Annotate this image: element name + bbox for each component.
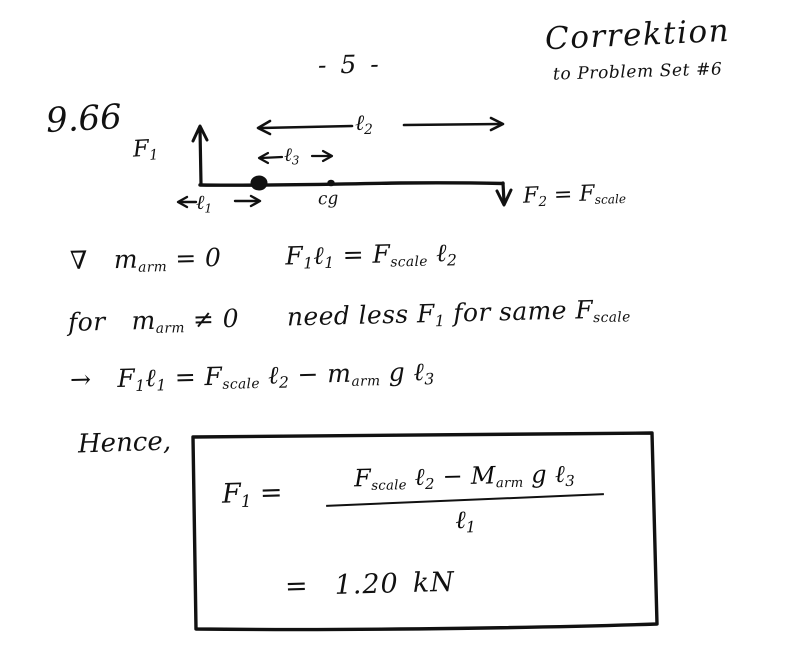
line3-minus: − m (288, 358, 352, 390)
problem-number: 9.66 (45, 97, 123, 141)
cg-marker (327, 179, 335, 187)
if-symbol: ∇ (69, 245, 89, 276)
length2-symbol: ℓ (355, 111, 365, 136)
line3-equals: = F (166, 361, 223, 392)
numerator-g: g ℓ (523, 459, 566, 489)
line2-mass: m (131, 305, 156, 336)
answer-fraction: Fscale ℓ2 − Marm g ℓ3 ℓ1 (319, 459, 610, 540)
fraction-denominator: ℓ1 (320, 502, 611, 539)
force1-arrow-shaft (198, 126, 203, 186)
fraction-numerator: Fscale ℓ2 − Marm g ℓ3 (319, 459, 610, 495)
final-equals: = (284, 570, 310, 603)
l2-arrow-right (489, 116, 505, 132)
line1-equals: = F (334, 239, 391, 270)
answer-box-border (191, 431, 659, 632)
final-number: 1.20 (334, 568, 400, 601)
line3-arrow-icon: → (69, 364, 92, 395)
line3-l2: ℓ (259, 360, 280, 390)
correction-subtitle: to Problem Set #6 (552, 59, 723, 85)
force1-symbol: F (132, 135, 150, 163)
line3-length: ℓ (145, 363, 157, 393)
force2-arrow-shaft (501, 181, 506, 204)
answer-final-value: = 1.20 kN (284, 566, 456, 603)
length3-subscript: 3 (291, 153, 300, 168)
line1-mass-subscript: arm (137, 259, 168, 276)
line1-mass-value: = 0 (166, 242, 222, 274)
numerator-l3-subscript: 3 (565, 471, 576, 491)
length1-subscript: 1 (204, 200, 213, 216)
line3-scale-subscript: scale (222, 375, 261, 393)
line1-mass: m (113, 244, 139, 275)
l2-dimension-line-right (402, 122, 502, 127)
force1-label: F1 (132, 135, 159, 164)
numerator-minus: − M (434, 461, 497, 491)
force2-label: F2 = Fscale (522, 181, 627, 210)
line2-statement: need less F (286, 298, 436, 332)
l1-arrow-right (249, 194, 262, 208)
line2-mass-subscript: arm (155, 320, 186, 337)
length1-label: ℓ1 (196, 192, 212, 215)
line1-length2-subscript: 2 (446, 251, 458, 270)
line3-l2-subscript: 2 (278, 373, 290, 392)
hence-label: Hence, (77, 426, 172, 460)
denominator-subscript: 1 (465, 518, 476, 537)
l1-arrow-left (176, 195, 189, 209)
work-line-3: →F1ℓ1 = Fscale ℓ2 − marm g ℓ3 (69, 357, 435, 396)
numerator-force: F (353, 463, 372, 493)
line3-l3-subscript: 3 (424, 370, 435, 389)
correction-title: Correktion (544, 12, 731, 58)
numerator-force-subscript: scale (371, 478, 407, 494)
l2-dimension-line-left (259, 124, 354, 130)
force2-equals: = F (546, 181, 595, 208)
line2-statement-subscript: 1 (434, 311, 446, 331)
line1-force: F (284, 241, 304, 271)
beam-line (198, 181, 505, 187)
l3-arrow-right (321, 149, 334, 163)
line2-scale-subscript: scale (592, 309, 631, 327)
force2-arrow-head (495, 188, 513, 207)
answer-result-variable: F1 = (221, 477, 283, 511)
l2-arrow-left (256, 119, 272, 136)
line3-force: F (117, 363, 136, 394)
force1-subscript: 1 (148, 147, 159, 164)
length3-label: ℓ3 (284, 146, 299, 167)
line3-g-term: g ℓ (379, 357, 425, 388)
force2-scale-subscript: scale (594, 191, 627, 207)
final-unit: kN (412, 566, 456, 599)
page-number: - 5 - (317, 49, 382, 80)
answer-f-symbol: F (221, 478, 242, 510)
line1-scale-subscript: scale (390, 253, 429, 271)
numerator-l2-subscript: 2 (424, 474, 435, 493)
l3-arrow-left (257, 151, 270, 165)
answer-box (190, 431, 660, 632)
force1-arrow-head (191, 124, 209, 143)
numerator-l2: ℓ (406, 462, 426, 492)
line1-length2: ℓ (427, 238, 448, 268)
length2-label: ℓ2 (355, 113, 373, 137)
line2-mass-value: ≠ 0 (184, 303, 240, 335)
line2-for: for (67, 306, 106, 337)
length3-symbol: ℓ (284, 144, 292, 166)
line1-length: ℓ (313, 240, 325, 270)
answer-equals: = (250, 477, 283, 510)
line2-statement-tail: for same F (444, 295, 594, 328)
numerator-mass-subscript: arm (495, 475, 524, 492)
force2-symbol: F (522, 183, 539, 209)
length2-subscript: 2 (364, 121, 373, 138)
line3-marm-subscript: arm (351, 373, 381, 390)
cg-label: cg (317, 188, 339, 210)
length1-symbol: ℓ (196, 190, 205, 214)
pivot-dot (250, 175, 268, 191)
l3-dimension-line-left (259, 155, 284, 160)
denominator-symbol: ℓ (454, 505, 466, 535)
